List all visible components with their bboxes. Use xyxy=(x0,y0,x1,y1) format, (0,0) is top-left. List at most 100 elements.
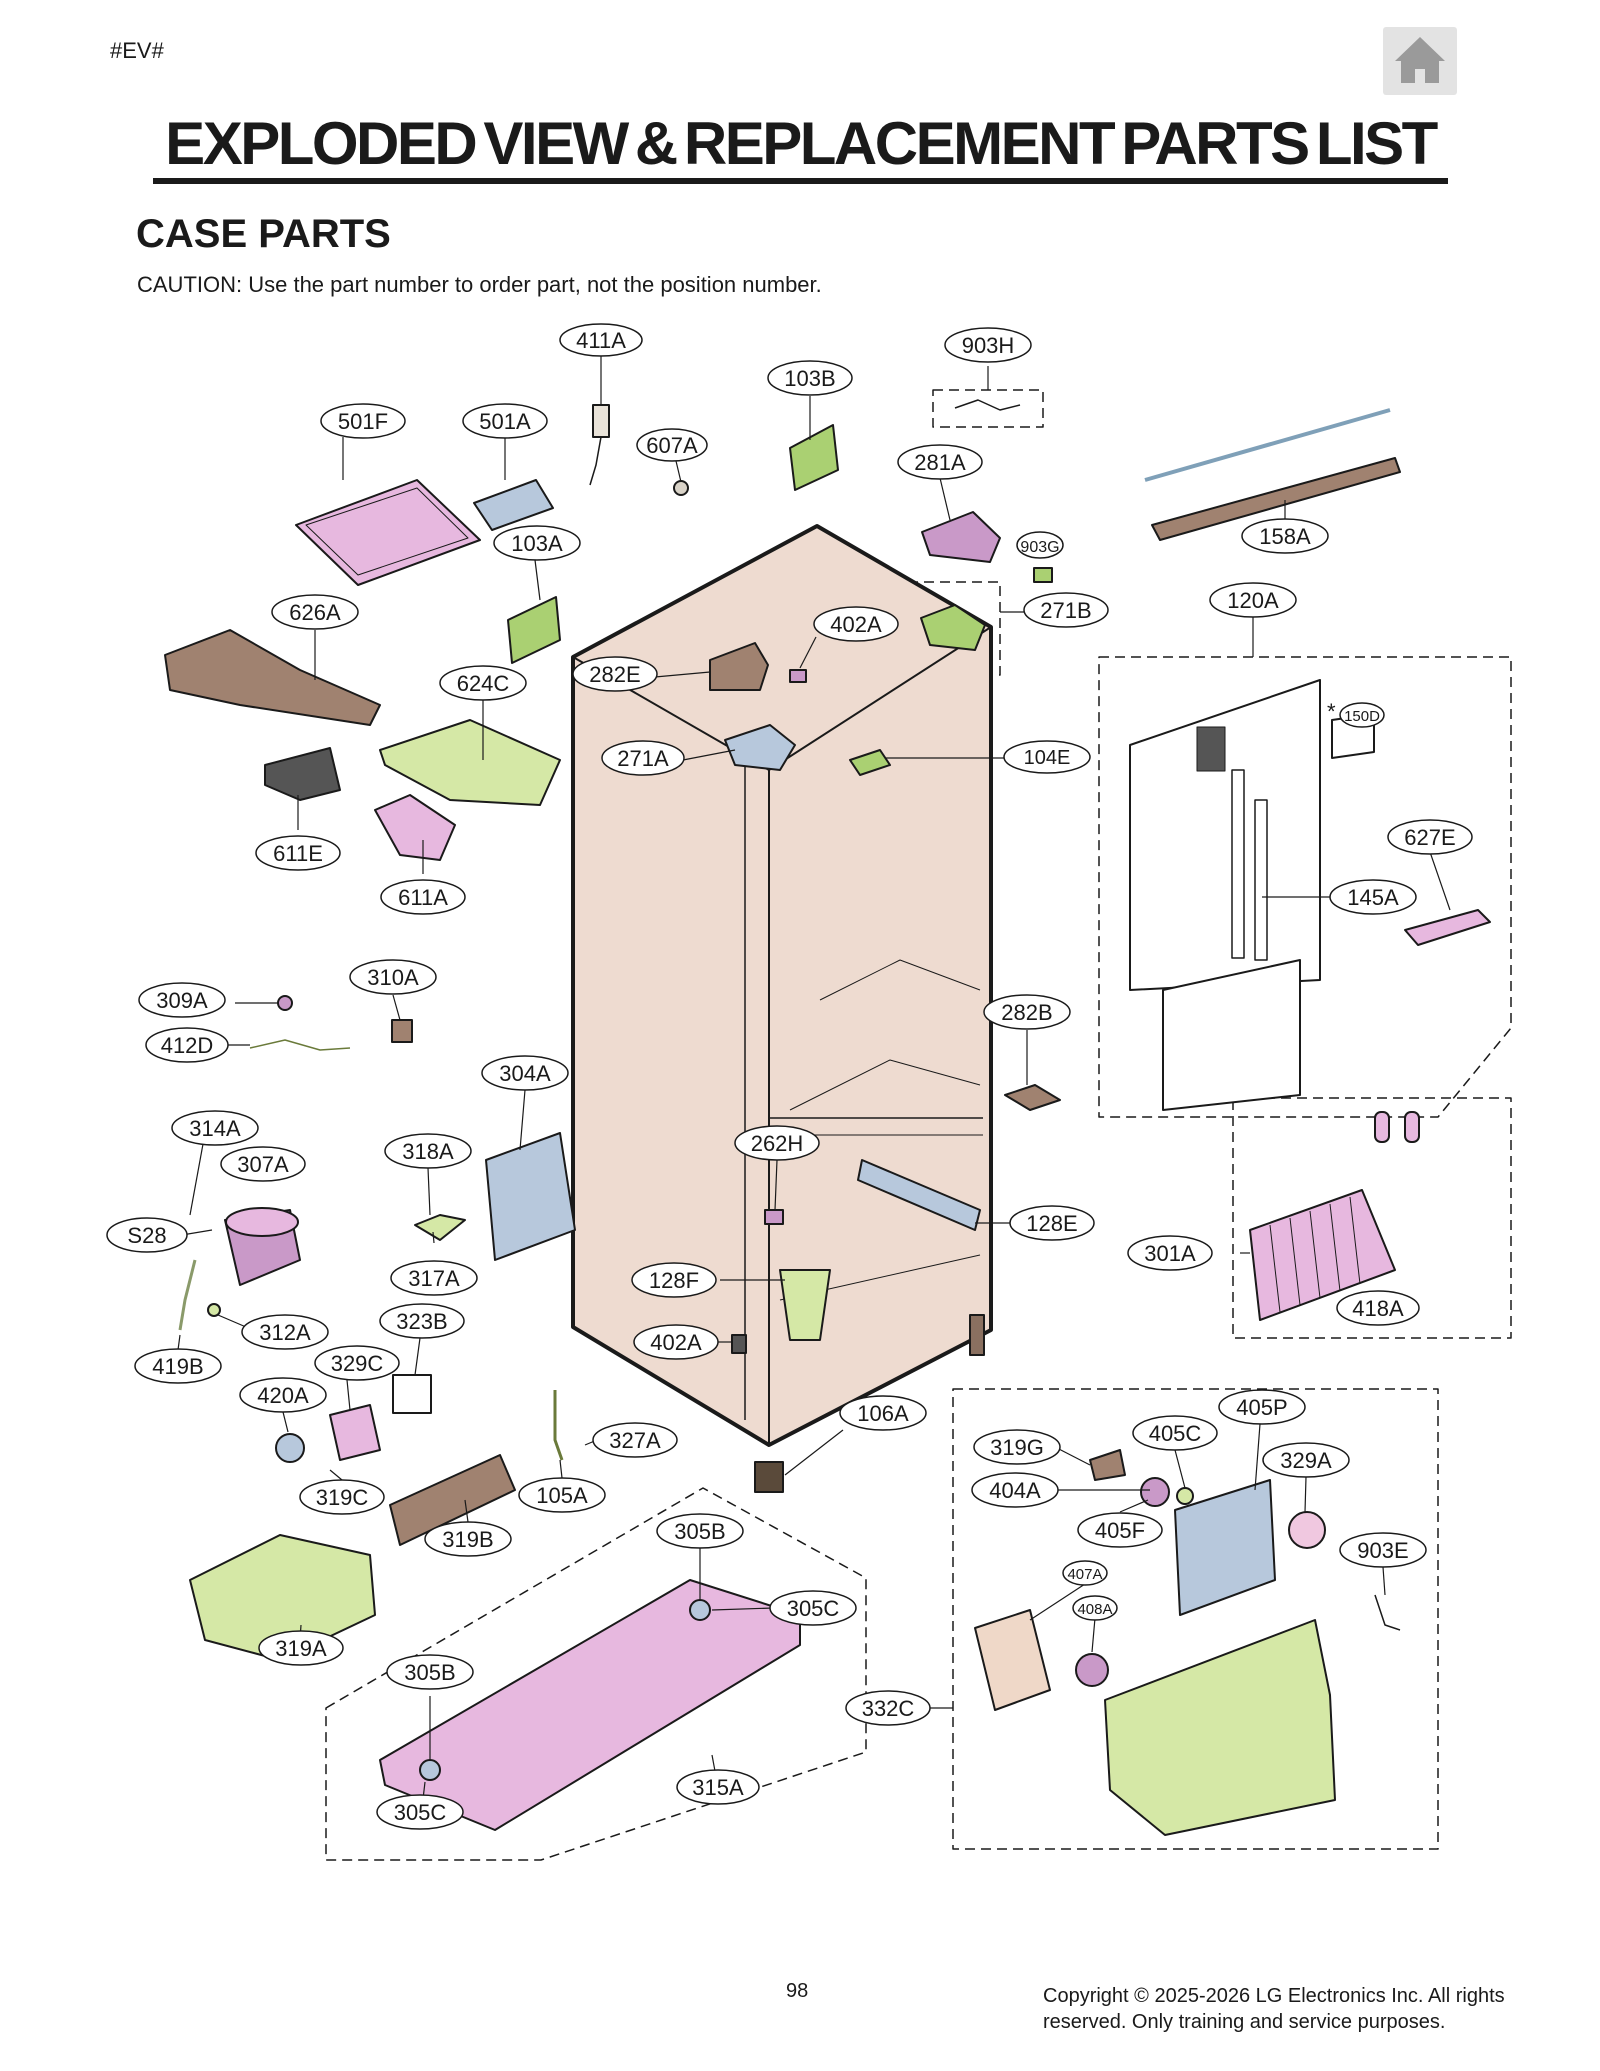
svg-text:104E: 104E xyxy=(1024,747,1071,769)
part-282E xyxy=(709,642,769,691)
part-310A xyxy=(391,1019,413,1043)
part-329C xyxy=(329,1404,381,1461)
svg-text:405P: 405P xyxy=(1236,1395,1287,1420)
position-label: 305C xyxy=(769,1590,857,1626)
page-number: 98 xyxy=(786,1980,809,2002)
svg-text:150D: 150D xyxy=(1344,708,1380,725)
section-title: CASE PARTS xyxy=(136,212,391,256)
position-label: 128E xyxy=(1009,1205,1095,1241)
svg-text:305C: 305C xyxy=(394,1800,447,1825)
svg-text:120A: 120A xyxy=(1227,588,1279,613)
part-405C xyxy=(1176,1487,1194,1505)
position-label: 420A xyxy=(239,1377,327,1413)
svg-text:419B: 419B xyxy=(152,1354,203,1379)
position-label: 309A xyxy=(138,982,226,1018)
part-626A xyxy=(164,629,381,726)
machine-cover-group-box xyxy=(325,1487,867,1861)
position-label: 411A xyxy=(559,323,643,357)
part-301A-evaporator xyxy=(1249,1189,1396,1321)
part-405P-shroud xyxy=(1174,1479,1276,1616)
part-128F xyxy=(779,1269,831,1341)
position-label: 624C xyxy=(439,665,527,701)
svg-text:145A: 145A xyxy=(1347,885,1399,910)
svg-text:420A: 420A xyxy=(257,1383,309,1408)
position-label: 158A xyxy=(1241,518,1329,554)
part-319A xyxy=(189,1534,376,1661)
svg-text:607A: 607A xyxy=(646,433,698,458)
position-label: 305C xyxy=(376,1794,464,1830)
page-code: #EV# xyxy=(110,38,164,63)
home-button[interactable] xyxy=(1383,27,1457,95)
position-label: 418A xyxy=(1336,1290,1420,1326)
svg-text:271A: 271A xyxy=(617,746,669,771)
svg-text:281A: 281A xyxy=(914,450,966,475)
svg-text:305C: 305C xyxy=(787,1596,840,1621)
position-label: 281A xyxy=(897,444,983,480)
svg-text:315A: 315A xyxy=(692,1775,744,1800)
position-label: 319G xyxy=(973,1429,1061,1465)
position-label: 314A xyxy=(171,1110,259,1146)
part-315A-cover xyxy=(379,1579,801,1831)
leader-lines xyxy=(177,356,1451,1826)
svg-text:405C: 405C xyxy=(1149,1421,1202,1446)
harness-group-box xyxy=(932,389,1044,428)
caution-text: CAUTION: Use the part number to order pa… xyxy=(137,272,822,297)
part-611A xyxy=(374,794,456,861)
part-319G xyxy=(1089,1449,1126,1481)
title-rule xyxy=(153,178,1448,184)
position-label: 319B xyxy=(424,1521,512,1557)
svg-text:903H: 903H xyxy=(962,333,1015,358)
svg-text:402A: 402A xyxy=(650,1330,702,1355)
position-label: 317A xyxy=(390,1260,478,1296)
evaporator-group-box xyxy=(1232,1097,1512,1339)
position-label: 271A xyxy=(601,740,685,776)
svg-text:105A: 105A xyxy=(536,1483,588,1508)
home-icon xyxy=(1395,37,1445,83)
position-label: 405F xyxy=(1077,1512,1163,1548)
part-104E xyxy=(849,749,891,776)
svg-text:128E: 128E xyxy=(1026,1211,1077,1236)
position-label: 404A xyxy=(971,1472,1059,1508)
svg-text:332C: 332C xyxy=(862,1696,915,1721)
part-262H xyxy=(764,1209,784,1225)
position-label: 305B xyxy=(656,1513,744,1549)
part-332C-cover xyxy=(1104,1619,1336,1836)
position-label: 405P xyxy=(1218,1389,1306,1425)
position-label: 402A xyxy=(813,606,899,642)
svg-text:307A: 307A xyxy=(237,1152,289,1177)
svg-text:319G: 319G xyxy=(990,1435,1044,1460)
svg-text:310A: 310A xyxy=(367,965,419,990)
svg-text:323B: 323B xyxy=(396,1309,447,1334)
part-158A-bar xyxy=(1144,408,1391,482)
svg-text:611E: 611E xyxy=(273,841,323,866)
fan-shroud-group-box xyxy=(952,1388,1439,1850)
svg-text:627E: 627E xyxy=(1404,825,1455,850)
position-label: 332C xyxy=(845,1690,931,1726)
part-420A xyxy=(275,1433,305,1463)
svg-text:301A: 301A xyxy=(1144,1241,1196,1266)
position-label: 105A xyxy=(518,1477,606,1513)
part-624C xyxy=(379,719,561,806)
position-label: 103B xyxy=(767,360,853,396)
svg-text:309A: 309A xyxy=(156,988,208,1013)
position-label: 501F xyxy=(320,403,406,439)
position-label: 312A xyxy=(241,1314,329,1350)
part-309A xyxy=(277,995,293,1011)
position-label: 120A xyxy=(1209,582,1297,618)
part-501F-shelf xyxy=(295,479,481,586)
position-label: 319C xyxy=(299,1479,385,1515)
part-411A-cord xyxy=(592,404,610,438)
svg-text:103A: 103A xyxy=(511,531,563,556)
part-407A xyxy=(974,1609,1051,1711)
position-label: 145A xyxy=(1329,879,1417,915)
svg-text:404A: 404A xyxy=(989,1478,1041,1503)
svg-text:318A: 318A xyxy=(402,1139,454,1164)
position-label: 304A xyxy=(481,1055,569,1091)
position-label: 607A xyxy=(636,428,708,462)
svg-text:312A: 312A xyxy=(259,1320,311,1345)
svg-text:611A: 611A xyxy=(398,885,448,910)
svg-text:S28: S28 xyxy=(127,1223,166,1248)
svg-text:412D: 412D xyxy=(161,1033,214,1058)
svg-text:317A: 317A xyxy=(408,1266,460,1291)
position-label: 903G xyxy=(1016,531,1064,559)
